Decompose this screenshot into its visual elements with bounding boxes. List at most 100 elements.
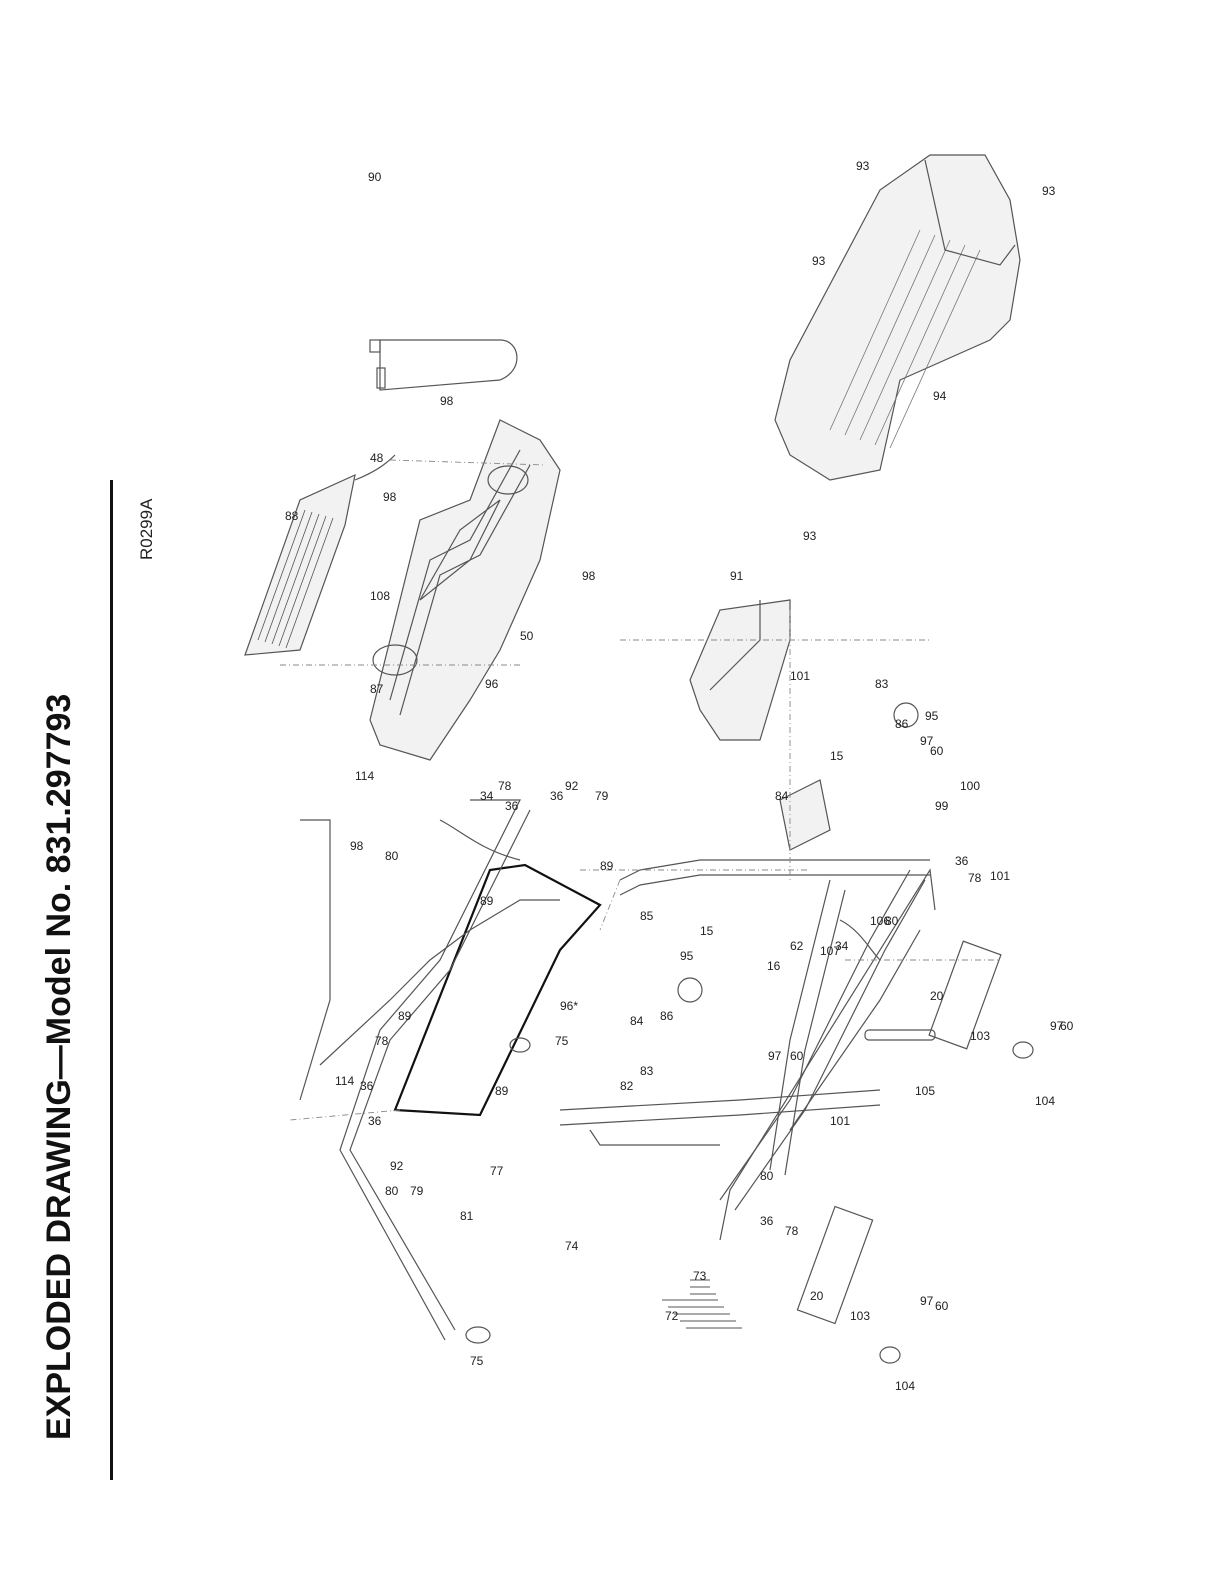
callout-86b: 86 [660,1009,674,1023]
title-rule-line [110,480,113,1480]
callout-36b: 36 [505,799,519,813]
callout-48: 48 [370,451,384,465]
callout-81: 81 [460,1209,474,1223]
callout-107: 107 [820,944,840,958]
callout-36f: 36 [760,1214,774,1228]
callout-80d: 80 [760,1169,774,1183]
callout-95b: 95 [680,949,694,963]
callout-92a: 92 [565,779,579,793]
callout-79b: 79 [410,1184,424,1198]
callout-106: 106 [870,914,890,928]
callout-97d: 97 [920,1294,934,1308]
end-cap-75 [465,1326,491,1344]
callout-84a: 84 [775,789,789,803]
callouts: 90 48 88 98 98 98 108 50 96 87 93 93 93 … [285,159,1074,1393]
callout-20a: 20 [930,989,944,1003]
end-cap-104 [1012,1041,1034,1059]
callout-93d: 93 [1042,184,1056,198]
callout-62: 62 [790,939,804,953]
callout-89c: 89 [398,1009,412,1023]
callout-36c: 36 [550,789,564,803]
callout-96b: 96* [560,999,578,1013]
shock-105 [864,1029,936,1041]
callout-98b: 98 [383,490,397,504]
callout-72: 72 [665,1309,679,1323]
callout-90: 90 [368,170,382,184]
callout-98c: 98 [582,569,596,583]
callout-93c: 93 [856,159,870,173]
base-tube-103 [928,940,1002,1050]
callout-93a: 93 [803,529,817,543]
callout-15b: 15 [700,924,714,938]
end-cap-104 [879,1346,901,1364]
callout-100: 100 [960,779,980,793]
callout-78a: 78 [968,871,982,885]
callout-103b: 103 [850,1309,870,1323]
callout-108: 108 [370,589,390,603]
callout-105: 105 [915,1084,935,1098]
wheel-95 [893,702,919,728]
callout-99: 99 [935,799,949,813]
callout-34a: 34 [835,939,849,953]
callout-77: 77 [490,1164,504,1178]
console-housing [369,419,561,761]
callout-114a: 114 [355,769,374,783]
callout-83a: 83 [875,677,889,691]
console-assembly [244,419,561,761]
callout-92b: 92 [390,1159,404,1173]
side-cover-90 [379,339,518,391]
callout-104a: 104 [1035,1094,1055,1108]
cup-holder [487,465,529,495]
callout-98a: 98 [440,394,454,408]
callout-34b: 34 [480,789,494,803]
callout-104b: 104 [895,1379,915,1393]
motor-hood-94 [774,154,1021,481]
callout-114b: 114 [335,1074,354,1088]
callout-60b: 60 [790,1049,804,1063]
callout-80b: 80 [385,849,399,863]
callout-36e: 36 [368,1114,382,1128]
console-overlay [244,473,356,656]
end-cap-75 [509,1037,531,1053]
callout-91: 91 [730,569,744,583]
callout-73: 73 [693,1269,707,1283]
callout-94: 94 [933,389,947,403]
callout-60d: 60 [935,1299,949,1313]
callout-101b: 101 [990,869,1010,883]
callout-74: 74 [565,1239,579,1253]
callout-101c: 101 [830,1114,850,1128]
callout-78c: 78 [375,1034,389,1048]
callout-103a: 103 [970,1029,990,1043]
callout-78b: 78 [498,779,512,793]
heart-rate-frame-96 [393,863,602,1117]
callout-86a: 86 [895,717,909,731]
callout-75a: 75 [555,1034,569,1048]
callout-60a: 60 [930,744,944,758]
pins-72-73 [662,1279,742,1329]
callout-89a: 89 [600,859,614,873]
callout-60c: 60 [1060,1019,1074,1033]
callout-97b: 97 [768,1049,782,1063]
base-tube-103 [796,1205,874,1325]
callout-97c: 97 [1050,1019,1064,1033]
callout-80a: 80 [885,914,899,928]
callout-93b: 93 [812,254,826,268]
callout-101a: 101 [790,669,810,683]
callout-36d: 36 [360,1079,374,1093]
callout-80c: 80 [385,1184,399,1198]
bracket-91 [689,599,791,741]
callout-78d: 78 [785,1224,799,1238]
callout-84b: 84 [630,1014,644,1028]
callout-85: 85 [640,909,654,923]
callout-16: 16 [767,959,781,973]
callout-98d: 98 [350,839,364,853]
callout-88: 88 [285,509,299,523]
cup-holder [372,644,418,676]
callout-87: 87 [370,682,384,696]
callout-82: 82 [620,1079,634,1093]
callout-20b: 20 [810,1289,824,1303]
callout-36a: 36 [955,854,969,868]
bracket-16 [779,779,831,851]
